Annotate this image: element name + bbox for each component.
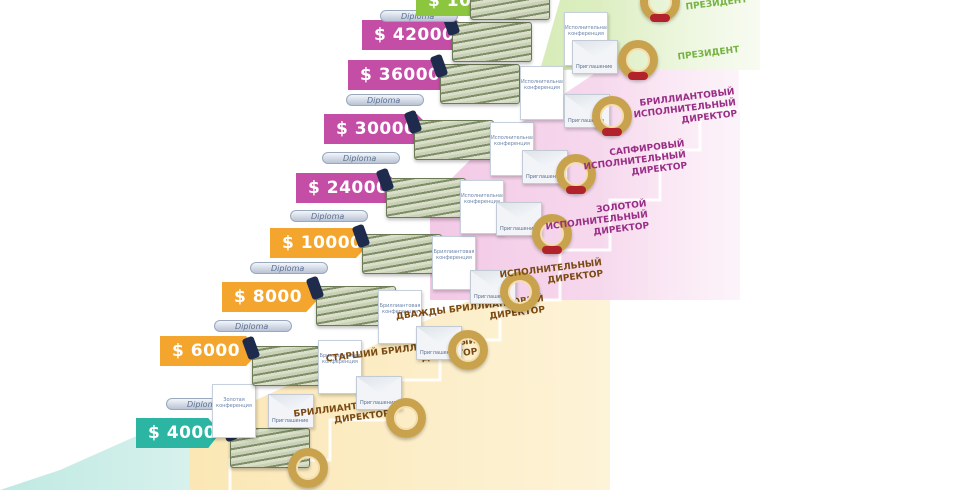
gold-ring-icon: [618, 40, 658, 80]
side-fade: [600, 0, 800, 490]
gold-ring-icon: [532, 214, 572, 254]
diploma-scroll-icon: Diploma: [290, 210, 368, 222]
money-bundle-icon: [470, 0, 550, 20]
ruby-gem-icon: [602, 128, 622, 136]
ruby-gem-icon: [650, 14, 670, 22]
money-bundle-icon: [403, 109, 494, 160]
certificate-card-icon: Бриллиантовая конференция: [318, 340, 362, 394]
gold-ring-icon: [592, 96, 632, 136]
ruby-gem-icon: [628, 72, 648, 80]
certificate-card-icon: Золотая конференция: [212, 384, 256, 438]
ruby-gem-icon: [542, 246, 562, 254]
certificate-card-icon: Исполнительная конференция: [520, 66, 564, 120]
money-bundle-icon: [429, 53, 520, 104]
invitation-envelope-icon: Приглашение: [356, 376, 402, 410]
invitation-envelope-icon: Приглашение: [268, 394, 314, 428]
invitation-envelope-icon: Приглашение: [572, 40, 618, 74]
diploma-scroll-icon: Diploma: [322, 152, 400, 164]
diploma-scroll-icon: Diploma: [250, 262, 328, 274]
money-bundle-icon: [375, 167, 466, 218]
gold-ring-icon: [386, 398, 426, 438]
diploma-scroll-icon: Diploma: [346, 94, 424, 106]
gold-ring-icon: [556, 154, 596, 194]
money-bundle-icon: [441, 11, 532, 62]
gold-ring-icon: [288, 448, 328, 488]
money-bundle-icon: [351, 223, 442, 274]
ruby-gem-icon: [566, 186, 586, 194]
gold-ring-icon: [500, 272, 540, 312]
income-amount-tag: $ 4000: [136, 418, 220, 448]
certificate-card-icon: Бриллиантовая конференция: [378, 290, 422, 344]
diploma-scroll-icon: Diploma: [214, 320, 292, 332]
income-amount-tag: $ 8000: [222, 282, 320, 312]
gold-ring-icon: [640, 0, 680, 22]
gold-ring-icon: [448, 330, 488, 370]
certificate-card-icon: Бриллиантовая конференция: [432, 236, 476, 290]
